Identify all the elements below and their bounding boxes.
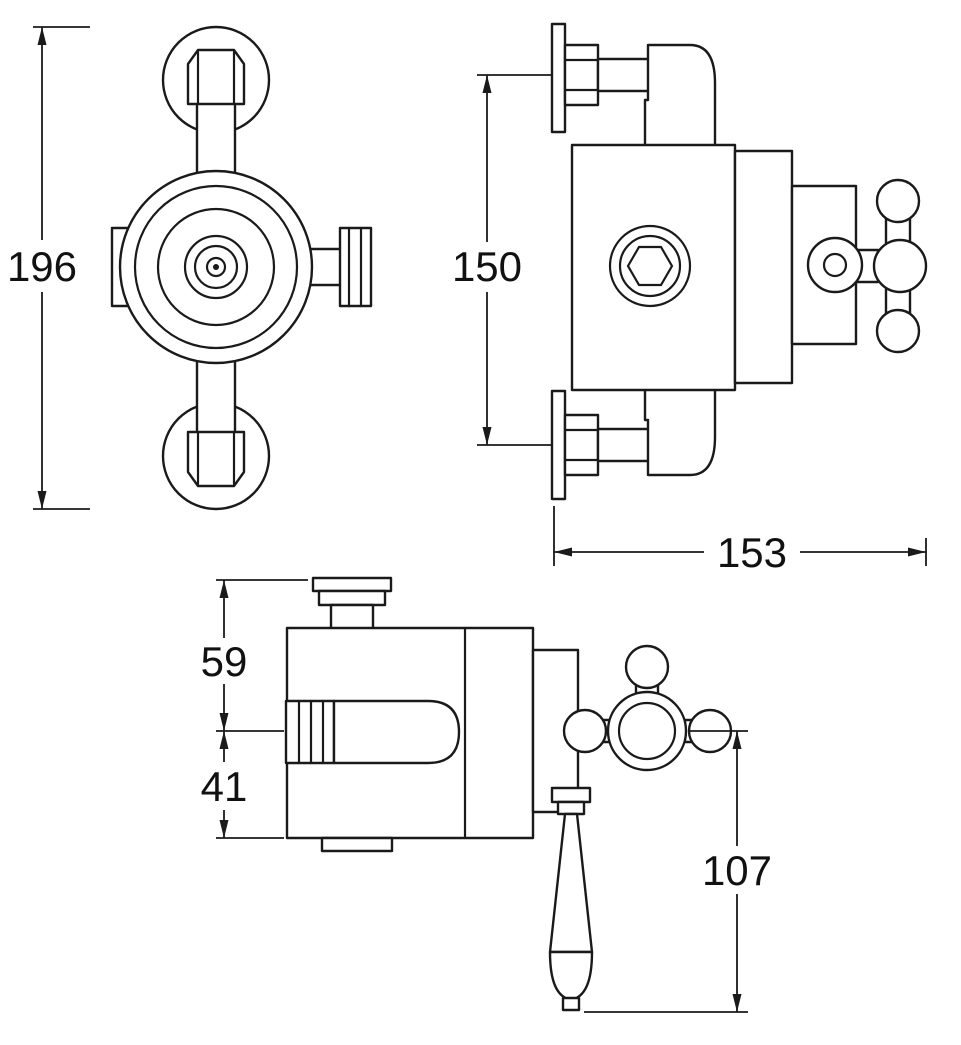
cap-ring (193, 244, 239, 290)
inlet-pipe-top-side (596, 57, 652, 93)
screw-ring (205, 256, 227, 278)
dim-label-inlet-centres: 150 (452, 243, 522, 290)
dimension-overall-depth: 153 (553, 506, 927, 576)
dim-label-outlet-to-spindle: 59 (201, 638, 248, 685)
top-outlet-flange (311, 576, 393, 593)
union-nut-top-side (563, 43, 600, 107)
lever-shaft (548, 812, 594, 954)
inlet-elbow-bottom (643, 387, 717, 477)
handle-hub-inner (822, 252, 848, 278)
bottom-lug (320, 836, 394, 853)
dim-label-lever-projection: 107 (702, 847, 772, 894)
dim-label-overall-depth: 153 (717, 529, 787, 576)
crosshead-ball (624, 644, 670, 690)
side-view (550, 22, 928, 501)
lever-collar (556, 800, 586, 816)
dimension-overall-height: 196 (7, 26, 90, 510)
lever-tip (548, 950, 594, 1002)
front-view (110, 25, 373, 511)
crosshead-front-ball (872, 238, 928, 294)
screw-center-dot (213, 264, 219, 270)
valve-body-side (570, 143, 737, 392)
crosshead-top-ball (875, 178, 921, 224)
thermo-dome (332, 699, 461, 765)
inlet-elbow-top (643, 43, 717, 149)
union-nut-bottom-side (563, 413, 600, 477)
body-ring (156, 207, 276, 327)
lever-collar (550, 786, 592, 804)
union-nut-top (186, 48, 246, 106)
dimension-outlet-to-spindle: 59 (201, 579, 308, 732)
wall-plate-bottom (550, 389, 567, 501)
handle-hub (806, 236, 864, 294)
center-boss-ring (618, 234, 682, 298)
center-boss-ring (608, 224, 692, 308)
union-nut-bottom (186, 430, 246, 488)
inlet-pipe-bottom (195, 350, 237, 444)
wall-plate-top (550, 22, 567, 134)
cap-ring (183, 234, 249, 300)
dimension-spindle-to-front: 41 (201, 731, 284, 839)
crosshead-ball (562, 708, 608, 754)
dim-label-spindle-to-front: 41 (201, 763, 248, 810)
crosshead-bottom-ball (875, 308, 921, 354)
dimension-lever-projection: 107 (584, 730, 772, 1013)
body-ring (133, 184, 299, 350)
dimension-inlet-centres: 150 (452, 74, 552, 446)
outlet-body (338, 226, 373, 308)
crosshead-hub-inner (617, 701, 677, 761)
hex-plug (626, 245, 674, 287)
plan-view (284, 576, 733, 1012)
bonnet-ring (733, 149, 794, 385)
lever-nub (561, 996, 581, 1012)
top-outlet-collar (317, 589, 387, 607)
dim-label-overall-height: 196 (7, 243, 77, 290)
inlet-pipe-bottom-side (596, 427, 652, 463)
